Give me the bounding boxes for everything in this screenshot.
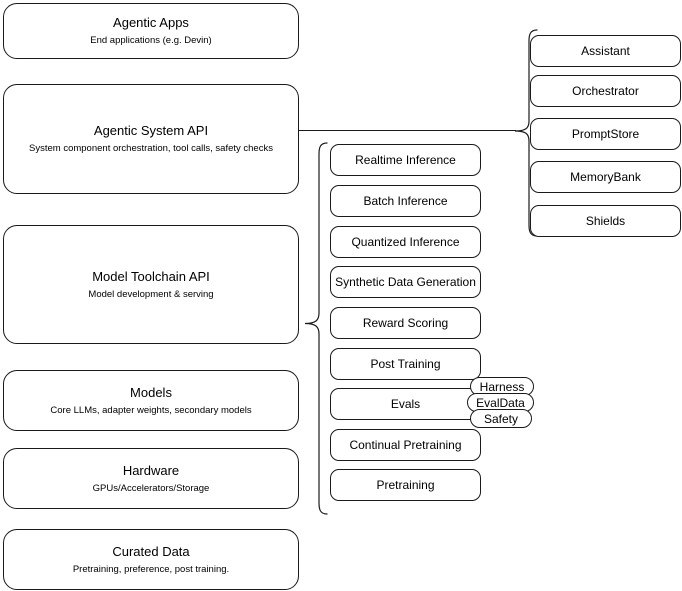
- evals-tag-safety[interactable]: Safety: [470, 409, 532, 428]
- chip-label: Post Training: [370, 356, 441, 371]
- toolchain-item-realtime-inference[interactable]: Realtime Inference: [330, 144, 481, 176]
- layer-title: Hardware: [122, 462, 180, 478]
- layer-subtitle: Pretraining, preference, post training.: [72, 563, 230, 575]
- chip-label: Continual Pretraining: [349, 437, 462, 452]
- evals-tag-harness[interactable]: Harness: [470, 377, 534, 396]
- layer-hardware[interactable]: Hardware GPUs/Accelerators/Storage: [3, 448, 299, 509]
- toolchain-item-evals[interactable]: Evals: [330, 388, 481, 420]
- toolchain-item-reward-scoring[interactable]: Reward Scoring: [330, 307, 481, 339]
- chip-label: Orchestrator: [572, 83, 639, 98]
- layer-agentic-system-api[interactable]: Agentic System API System component orch…: [3, 84, 299, 194]
- toolchain-item-batch-inference[interactable]: Batch Inference: [330, 185, 481, 217]
- chip-label: Evals: [390, 396, 421, 411]
- pill-label: EvalData: [476, 395, 525, 410]
- chip-label: Assistant: [581, 43, 630, 58]
- layer-subtitle: GPUs/Accelerators/Storage: [92, 482, 210, 494]
- chip-label: Synthetic Data Generation: [335, 274, 476, 289]
- system-component-orchestrator[interactable]: Orchestrator: [530, 75, 681, 107]
- layer-title: Curated Data: [112, 543, 190, 559]
- layer-title: Agentic Apps: [113, 15, 189, 30]
- toolchain-item-quantized-inference[interactable]: Quantized Inference: [330, 226, 481, 258]
- layer-title: Agentic System API: [93, 123, 209, 138]
- layer-subtitle: System component orchestration, tool cal…: [29, 143, 273, 154]
- pill-label: Safety: [483, 411, 519, 426]
- layer-curated-data[interactable]: Curated Data Pretraining, preference, po…: [3, 529, 299, 590]
- layer-subtitle: End applications (e.g. Devin): [90, 35, 212, 46]
- toolchain-item-synthetic-data-generation[interactable]: Synthetic Data Generation: [330, 266, 481, 298]
- chip-label: Shields: [585, 213, 626, 228]
- layer-subtitle: Model development & serving: [88, 288, 214, 300]
- chip-label: PromptStore: [571, 126, 640, 141]
- brace-toolchain: [303, 141, 329, 516]
- connector-system-api-to-components: [298, 120, 518, 142]
- evals-tag-evaldata[interactable]: EvalData: [467, 393, 534, 412]
- system-component-assistant[interactable]: Assistant: [530, 35, 681, 67]
- system-component-promptstore[interactable]: PromptStore: [530, 118, 681, 150]
- chip-label: MemoryBank: [570, 169, 641, 184]
- layer-agentic-apps[interactable]: Agentic Apps End applications (e.g. Devi…: [3, 3, 299, 59]
- chip-label: Reward Scoring: [362, 315, 449, 330]
- chip-label: Quantized Inference: [351, 234, 460, 249]
- layer-title: Models: [130, 384, 172, 400]
- system-component-memorybank[interactable]: MemoryBank: [530, 161, 681, 193]
- layer-subtitle: Core LLMs, adapter weights, secondary mo…: [50, 404, 252, 416]
- chip-label: Pretraining: [376, 477, 435, 492]
- toolchain-item-continual-pretraining[interactable]: Continual Pretraining: [330, 429, 481, 461]
- toolchain-item-post-training[interactable]: Post Training: [330, 348, 481, 380]
- toolchain-item-pretraining[interactable]: Pretraining: [330, 469, 481, 501]
- system-component-shields[interactable]: Shields: [530, 205, 681, 237]
- layer-model-toolchain-api[interactable]: Model Toolchain API Model development & …: [3, 225, 299, 344]
- pill-label: Harness: [479, 379, 525, 394]
- layer-models[interactable]: Models Core LLMs, adapter weights, secon…: [3, 370, 299, 431]
- layer-title: Model Toolchain API: [92, 268, 210, 284]
- chip-label: Batch Inference: [363, 193, 448, 208]
- chip-label: Realtime Inference: [355, 152, 456, 167]
